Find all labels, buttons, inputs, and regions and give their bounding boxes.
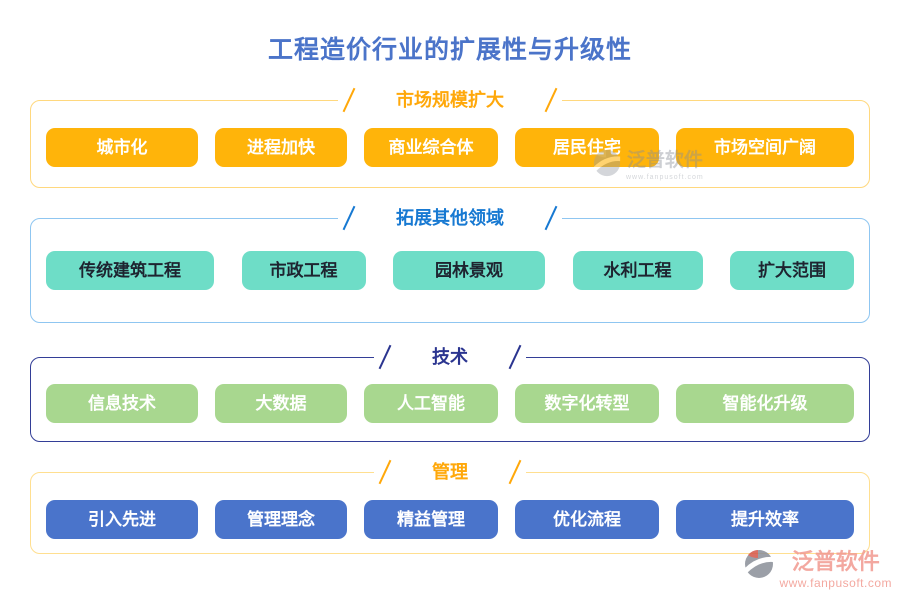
chip-urbanization: 城市化 <box>46 128 198 167</box>
chip-intelligent-upgrade: 智能化升级 <box>676 384 854 423</box>
section-technology: 技术 信息技术 大数据 人工智能 数字化转型 智能化升级 <box>30 344 870 442</box>
chip-optimize-process: 优化流程 <box>515 500 659 539</box>
chip-information-technology: 信息技术 <box>46 384 198 423</box>
slash-decoration-right <box>544 87 558 113</box>
section-management: 管理 引入先进 管理理念 精益管理 优化流程 提升效率 <box>30 459 870 554</box>
chip-improve-efficiency: 提升效率 <box>676 500 854 539</box>
section-header-management: 管理 <box>374 459 526 485</box>
chip-artificial-intelligence: 人工智能 <box>364 384 498 423</box>
chip-water-conservancy: 水利工程 <box>572 251 703 290</box>
page-title: 工程造价行业的扩展性与升级性 <box>267 36 632 64</box>
section-header-other-fields: 拓展其他领域 <box>338 205 562 231</box>
chip-lean-management: 精益管理 <box>364 500 498 539</box>
slash-decoration-right <box>508 344 522 370</box>
section-header-technology: 技术 <box>374 344 526 370</box>
chip-accelerating-process: 进程加快 <box>215 128 347 167</box>
slash-decoration-left <box>342 205 356 231</box>
chip-introduce-advanced: 引入先进 <box>46 500 198 539</box>
section-other-fields: 拓展其他领域 传统建筑工程 市政工程 园林景观 水利工程 扩大范围 <box>30 205 870 323</box>
watermark-bottom-right: 泛普软件 www.fanpusoft.com <box>743 548 892 590</box>
section-title: 技术 <box>432 347 468 367</box>
slash-decoration-right <box>544 205 558 231</box>
chip-row-technology: 信息技术 大数据 人工智能 数字化转型 智能化升级 <box>31 384 869 423</box>
chip-traditional-construction: 传统建筑工程 <box>46 251 214 290</box>
chip-municipal-engineering: 市政工程 <box>241 251 366 290</box>
chip-commercial-complex: 商业综合体 <box>364 128 498 167</box>
section-title: 市场规模扩大 <box>396 90 504 110</box>
chip-broad-market-space: 市场空间广阔 <box>676 128 854 167</box>
chip-management-concept: 管理理念 <box>215 500 347 539</box>
chip-digital-transformation: 数字化转型 <box>515 384 659 423</box>
watermark-url: www.fanpusoft.com <box>779 576 892 590</box>
slash-decoration-right <box>508 459 522 485</box>
chip-big-data: 大数据 <box>215 384 347 423</box>
chip-row-management: 引入先进 管理理念 精益管理 优化流程 提升效率 <box>31 500 869 539</box>
chip-residential-housing: 居民住宅 <box>515 128 659 167</box>
chip-row-market: 城市化 进程加快 商业综合体 居民住宅 市场空间广阔 <box>31 128 869 167</box>
slash-decoration-left <box>342 87 356 113</box>
section-title: 拓展其他领域 <box>396 208 504 228</box>
slash-decoration-left <box>378 459 392 485</box>
chip-landscape: 园林景观 <box>393 251 545 290</box>
section-market-expansion: 市场规模扩大 城市化 进程加快 商业综合体 居民住宅 市场空间广阔 <box>30 87 870 188</box>
slash-decoration-left <box>378 344 392 370</box>
section-title: 管理 <box>432 462 468 482</box>
chip-row-other-fields: 传统建筑工程 市政工程 园林景观 水利工程 扩大范围 <box>31 251 869 290</box>
chip-expand-scope: 扩大范围 <box>730 251 854 290</box>
section-header-market: 市场规模扩大 <box>338 87 562 113</box>
